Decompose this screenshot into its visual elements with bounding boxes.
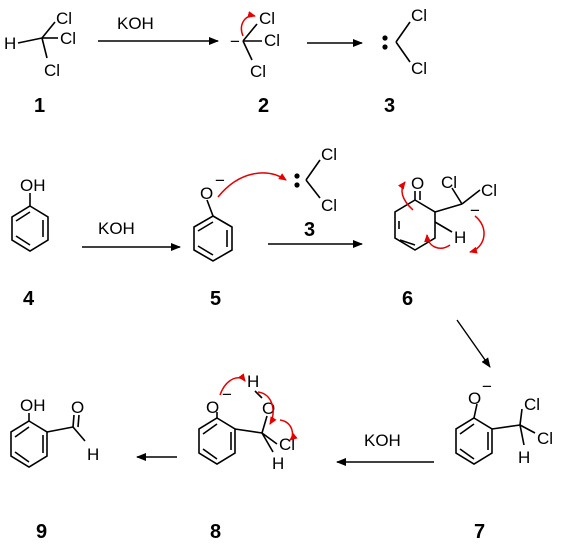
compound-9-salicylaldehyde: OH O H — [10, 396, 99, 468]
negative-charge: − — [470, 201, 480, 220]
h-label: H — [518, 448, 530, 467]
electron-flow-arrow — [398, 181, 414, 211]
h-label: H — [454, 228, 466, 247]
cl-label: Cl — [321, 196, 337, 215]
compound-5-phenoxide: O − — [193, 171, 287, 262]
negative-charge: − — [482, 377, 492, 396]
electron-flow-arrow — [240, 11, 256, 37]
compound-4-phenol: OH — [11, 176, 49, 252]
compound-7-dichloromethyl-phenoxide: O − Cl Cl H — [455, 377, 553, 467]
compound-number-3: 3 — [384, 95, 395, 117]
cl-label: Cl — [56, 9, 72, 28]
cl-label: Cl — [524, 395, 540, 414]
compound-8-hydroxy-intermediate: O − H O Cl H — [198, 372, 298, 473]
compound-number-1: 1 — [34, 95, 45, 117]
h-label: H — [247, 372, 259, 391]
cl-label: Cl — [259, 9, 275, 28]
h-label: H — [87, 445, 99, 464]
cl-label: Cl — [264, 31, 280, 50]
o-label: O — [468, 389, 481, 408]
compound-3-dichlorocarbene: Cl Cl — [382, 6, 427, 78]
lone-pair-dot — [294, 182, 300, 188]
cl-label: Cl — [44, 61, 60, 80]
compound-number-4: 4 — [23, 288, 35, 310]
o-label: O — [200, 184, 213, 203]
cl-label: Cl — [321, 145, 337, 164]
reagent-label: KOH — [364, 431, 401, 450]
electron-flow-arrow — [217, 172, 287, 198]
compound-number-3: 3 — [304, 219, 315, 241]
h-label: H — [4, 34, 16, 53]
cl-label: Cl — [537, 429, 553, 448]
cl-label: Cl — [481, 181, 497, 200]
cl-label: Cl — [441, 173, 457, 192]
compound-3-dichlorocarbene: Cl Cl — [294, 145, 337, 215]
electron-flow-arrow — [257, 391, 277, 425]
compound-number-9: 9 — [36, 521, 47, 543]
cl-label: Cl — [279, 435, 295, 454]
oh-label: OH — [20, 396, 46, 415]
compound-1-chloroform: H Cl Cl Cl — [4, 9, 76, 80]
electron-flow-arrow — [219, 373, 246, 396]
o-label: O — [411, 174, 424, 193]
electron-flow-arrow — [279, 419, 298, 441]
cl-label: Cl — [60, 29, 76, 48]
compound-number-6: 6 — [402, 288, 413, 310]
oh-label: OH — [20, 176, 46, 195]
o-label: O — [206, 398, 219, 417]
reaction-arrow — [456, 319, 491, 368]
electron-flow-arrow — [469, 215, 485, 254]
reagent-label: KOH — [117, 14, 154, 33]
cl-label: Cl — [411, 6, 427, 25]
negative-charge: − — [215, 171, 225, 190]
lone-pair-dot — [382, 35, 388, 41]
compound-number-7: 7 — [474, 521, 485, 543]
compound-number-8: 8 — [210, 521, 221, 543]
cl-label: Cl — [411, 59, 427, 78]
electron-flow-arrow — [424, 234, 451, 249]
negative-charge: − — [230, 32, 240, 51]
compound-number-5: 5 — [210, 288, 221, 310]
negative-charge: − — [222, 385, 232, 404]
compound-6-intermediate: O Cl Cl − H — [394, 173, 497, 254]
h-label: H — [272, 454, 284, 473]
compound-number-2: 2 — [258, 95, 269, 117]
compound-2-trichloromethyl-anion: − Cl Cl Cl — [230, 9, 280, 81]
cl-label: Cl — [250, 62, 266, 81]
reagent-label: KOH — [98, 219, 135, 238]
lone-pair-dot — [382, 44, 388, 50]
lone-pair-dot — [294, 173, 300, 179]
o-label: O — [71, 398, 84, 417]
